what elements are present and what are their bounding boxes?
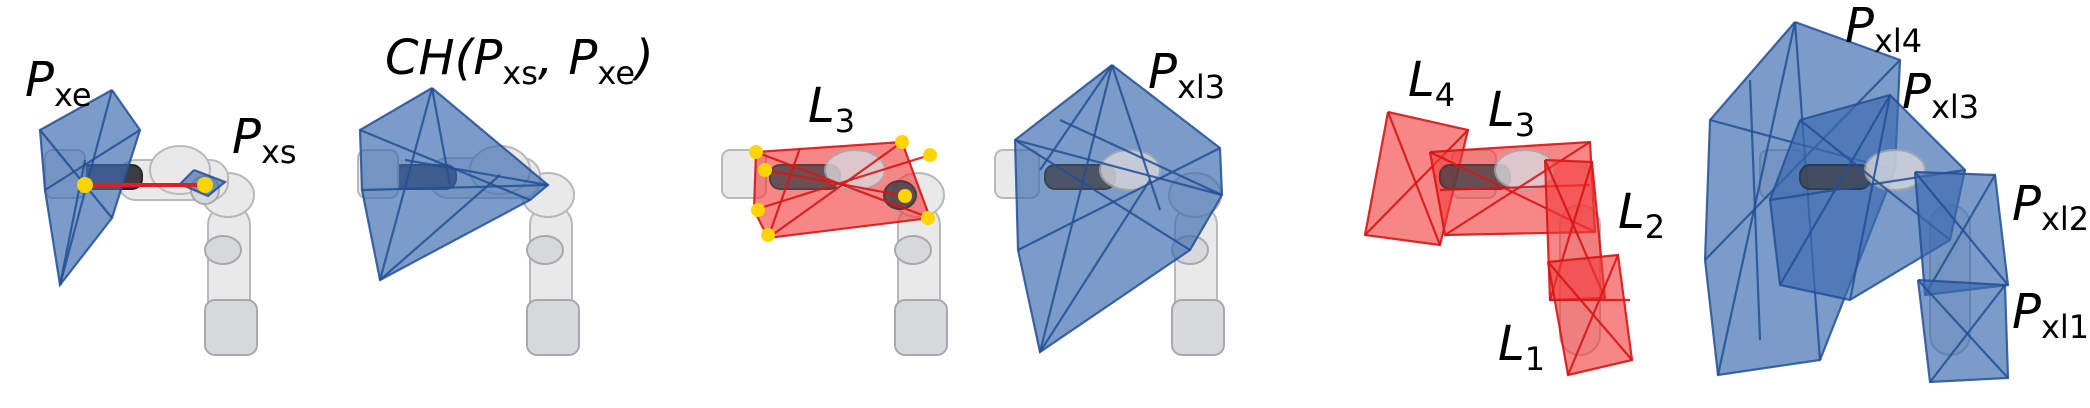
- label-p-xe: Pxe: [25, 52, 92, 114]
- panel-4: Pxl3: [994, 44, 1225, 356]
- label-p-xl3: Pxl3: [1148, 44, 1225, 106]
- ch-hull: [360, 88, 548, 280]
- label-l4: L4: [1408, 52, 1455, 114]
- label-p-xl1: Pxl1: [2012, 284, 2089, 346]
- keypoint: [761, 228, 775, 242]
- pxl3-hull: [1015, 65, 1222, 352]
- keypoint: [77, 177, 93, 193]
- label-l3: L3: [808, 78, 855, 140]
- label-p-xl3: Pxl3: [1902, 64, 1979, 126]
- label-l2: L2: [1618, 184, 1665, 246]
- pxl3-hull-6: [1770, 95, 1965, 300]
- panel-3: L3: [721, 78, 948, 356]
- keypoint: [895, 135, 909, 149]
- keypoint: [898, 189, 912, 203]
- keypoint: [197, 177, 213, 193]
- panel-1: Pxe Pxs: [25, 52, 297, 356]
- keypoint: [749, 145, 763, 159]
- label-l3: L3: [1488, 82, 1535, 144]
- keypoint: [758, 163, 772, 177]
- label-p-xl2: Pxl2: [2012, 176, 2089, 238]
- panel-6: Pxl4 Pxl3 Pxl2 Pxl1: [1703, 0, 2089, 384]
- panel-2: CH(Pxs, Pxe): [357, 30, 654, 356]
- keypoint: [751, 203, 765, 217]
- keypoint: [923, 148, 937, 162]
- label-p-xl4: Pxl4: [1845, 0, 1922, 60]
- l3-hull-edges: [752, 140, 932, 240]
- ch-hull-edges: [358, 87, 550, 282]
- pxl3-hull-edges: [1013, 64, 1224, 354]
- label-p-xs: Pxs: [232, 109, 297, 171]
- label-l1: L1: [1498, 316, 1545, 378]
- keypoint: [921, 211, 935, 225]
- label-ch: CH(Pxs, Pxe): [385, 30, 654, 92]
- panel-5: L4 L3 L2 L1: [1363, 52, 1665, 378]
